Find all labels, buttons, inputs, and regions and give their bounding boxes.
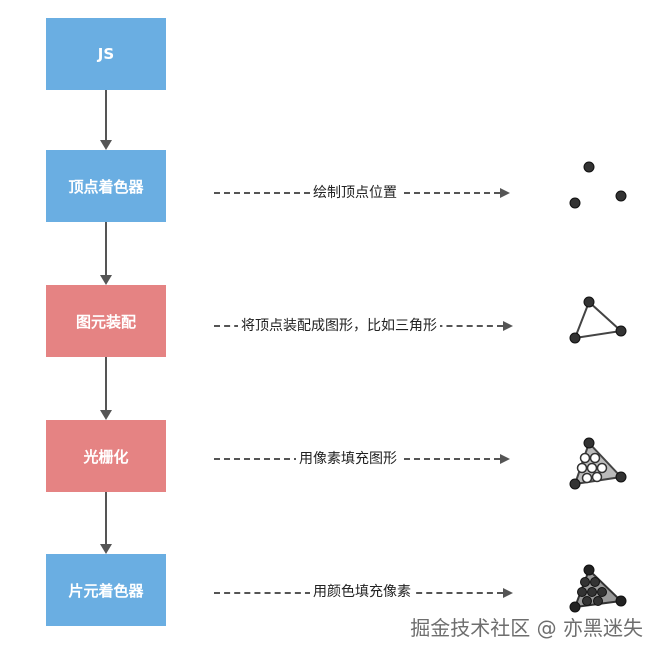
stage-primitive-assembly: 图元装配 xyxy=(46,285,166,357)
flow-arrow-2-head xyxy=(100,275,112,285)
flow-arrow-1-line xyxy=(105,90,107,140)
stage-rasterization-label: 光栅化 xyxy=(83,447,129,466)
stage-fragment-shader: 片元着色器 xyxy=(46,554,166,626)
flow-arrow-2-line xyxy=(105,222,107,275)
watermark: 掘金技术社区 @ 亦黑迷失 xyxy=(410,616,643,640)
stage-js: JS xyxy=(46,18,166,90)
flow-arrow-3-line xyxy=(105,357,107,410)
flow-arrow-3-head xyxy=(100,410,112,420)
annotation-arrow-1-head xyxy=(500,188,510,198)
stage-vertex-shader-label: 顶点着色器 xyxy=(68,177,144,196)
flow-arrow-4-line xyxy=(105,492,107,544)
stage-rasterization: 光栅化 xyxy=(46,420,166,492)
stage-fragment-shader-label: 片元着色器 xyxy=(68,581,144,600)
annotation-text-3: 用像素填充图形 xyxy=(296,449,400,469)
annotation-text-1: 绘制顶点位置 xyxy=(310,183,400,203)
flow-arrow-1-head xyxy=(100,140,112,150)
stage-primitive-assembly-label: 图元装配 xyxy=(75,312,136,331)
annotation-text-2: 将顶点装配成图形，比如三角形 xyxy=(238,316,440,336)
three-vertices-icon xyxy=(569,161,627,209)
stage-vertex-shader: 顶点着色器 xyxy=(46,150,166,222)
triangle-outline-icon xyxy=(569,296,627,344)
pixel-filled-triangle-icon xyxy=(569,437,627,490)
annotation-arrow-4-head xyxy=(503,588,513,598)
flow-arrow-4-head xyxy=(100,544,112,554)
annotation-arrow-2-head xyxy=(503,321,513,331)
annotation-text-4: 用颜色填充像素 xyxy=(310,582,414,602)
stage-js-label: JS xyxy=(97,45,115,63)
annotation-arrow-3-head xyxy=(500,454,510,464)
color-filled-triangle-icon xyxy=(569,564,627,613)
